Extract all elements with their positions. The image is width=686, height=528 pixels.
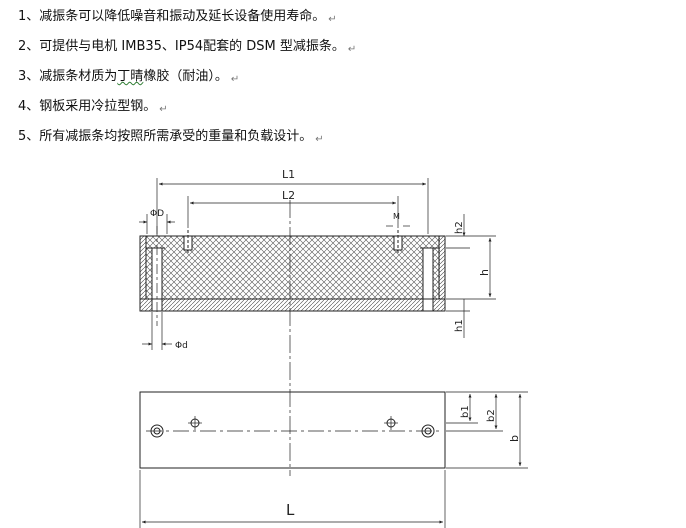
- list-item-3: 3、减振条材质为丁晴橡胶（耐油）。↵: [18, 66, 356, 96]
- left-mount-hole: [150, 424, 164, 438]
- top-view: [139, 391, 446, 469]
- base-plate-outline: [139, 391, 446, 469]
- list-item-1: 1、减振条可以降低噪音和振动及延长设备使用寿命。↵: [18, 6, 356, 36]
- paragraph-mark-icon: ↵: [328, 14, 337, 25]
- label-phid: Φd: [175, 341, 188, 351]
- label-h1: h1: [454, 319, 465, 332]
- right-pocket: [422, 247, 434, 300]
- side-view-labels: L1 L2 ΦD M h2 h h1 Φd: [150, 168, 491, 351]
- label-phiD: ΦD: [150, 209, 164, 219]
- item-number: 3、: [18, 69, 40, 84]
- side-view: [139, 200, 446, 476]
- right-base-hole: [422, 298, 434, 312]
- paragraph-mark-icon: ↵: [159, 104, 168, 115]
- item-number: 5、: [18, 129, 40, 144]
- label-L1: L1: [282, 168, 295, 181]
- right-mount-hole: [421, 424, 435, 438]
- list-item-2: 2、可提供与电机 IMB35、IP54配套的 DSM 型减振条。↵: [18, 36, 356, 66]
- steel-base-plate: [139, 298, 446, 312]
- item-number: 1、: [18, 9, 40, 24]
- item-text: 可提供与电机 IMB35、IP54配套的 DSM 型减振条。: [39, 39, 345, 54]
- top-view-labels: b1 b2 b L: [286, 405, 521, 519]
- right-mount-hole-inner: [424, 427, 432, 435]
- item-text-before: 减振条材质为: [39, 69, 118, 84]
- item-number: 4、: [18, 99, 40, 114]
- label-b1: b1: [460, 405, 471, 418]
- side-view-dimensions: [139, 178, 496, 350]
- requirements-list: 1、减振条可以降低噪音和振动及延长设备使用寿命。↵ 2、可提供与电机 IMB35…: [18, 6, 356, 156]
- item-text: 减振条可以降低噪音和振动及延长设备使用寿命。: [39, 9, 326, 24]
- label-b2: b2: [486, 409, 497, 422]
- label-h2: h2: [454, 221, 465, 234]
- steel-left-wall: [139, 235, 147, 300]
- label-M: M: [393, 212, 400, 221]
- list-item-4: 4、钢板采用冷拉型钢。↵: [18, 96, 356, 126]
- item-text-after: 橡胶（耐油）。: [143, 69, 228, 84]
- left-mount-hole-inner: [153, 427, 161, 435]
- paragraph-mark-icon: ↵: [230, 74, 240, 85]
- list-item-5: 5、所有减振条均按照所需承受的重量和负载设计。↵: [18, 126, 356, 156]
- item-text: 钢板采用冷拉型钢。: [39, 99, 157, 114]
- label-L: L: [286, 501, 295, 519]
- item-number: 2、: [18, 39, 40, 54]
- label-L2: L2: [282, 189, 295, 202]
- label-h: h: [478, 269, 491, 276]
- item-text: 所有减振条均按照所需承受的重量和负载设计。: [39, 129, 313, 144]
- label-b: b: [508, 435, 521, 442]
- paragraph-mark-icon: ↵: [347, 44, 357, 55]
- top-view-dimensions: [139, 391, 528, 528]
- paragraph-mark-icon: ↵: [315, 134, 324, 145]
- steel-right-wall: [438, 235, 446, 300]
- rubber-body: [146, 236, 440, 299]
- spellcheck-flagged-word[interactable]: 丁晴: [117, 69, 144, 84]
